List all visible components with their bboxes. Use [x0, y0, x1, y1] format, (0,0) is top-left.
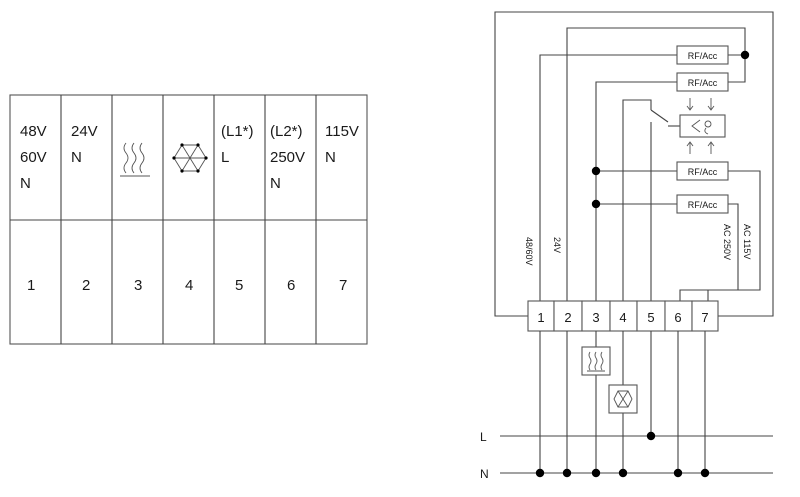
col2-line1: 24V — [71, 123, 98, 140]
table-number-3: 3 — [134, 277, 142, 294]
wire-terminal-1 — [539, 54, 677, 301]
temperature-sensor-icon — [679, 98, 726, 154]
rail-label-N: N — [480, 467, 489, 481]
outer-frame-wire — [494, 11, 774, 317]
junction-dot — [740, 50, 750, 60]
table-number-2: 2 — [82, 277, 90, 294]
col6-line3: N — [270, 175, 281, 192]
table-number-4: 4 — [185, 277, 193, 294]
terminal-number-3: 3 — [592, 310, 599, 325]
wire-terminal-2-top — [566, 27, 746, 301]
relay-box-1 — [676, 45, 729, 65]
rail-dot — [646, 431, 656, 441]
terminal-number-5: 5 — [647, 310, 654, 325]
terminal-number-6: 6 — [674, 310, 681, 325]
switch-contact — [650, 109, 669, 123]
col1-line2: 60V — [20, 149, 47, 166]
wiring-schematic: RF/Acc RF/Acc RF/Acc RF/Acc 48/60V 24V A… — [480, 11, 774, 481]
col5-line1: (L1*) — [221, 123, 254, 140]
relay-label-4: RF/Acc — [688, 200, 718, 210]
wire-terminal-4 — [622, 99, 652, 301]
voltage-label-t7: AC 115V — [742, 224, 752, 259]
col5-line2: L — [221, 149, 229, 166]
relay-box-4 — [676, 194, 729, 214]
wire-relay2-to-t3 — [595, 81, 677, 301]
heating-icon — [120, 142, 150, 177]
table-number-1: 1 — [27, 277, 35, 294]
table-number-5: 5 — [235, 277, 243, 294]
terminal-table: 48V 60V N 24V N (L1*) L (L2*) — [9, 94, 368, 345]
rail-dot — [673, 468, 683, 478]
relay-label-2: RF/Acc — [688, 78, 718, 88]
heating-icon — [581, 346, 611, 376]
rail-dot — [535, 468, 545, 478]
cooling-icon — [608, 384, 638, 414]
rail-label-L: L — [480, 430, 487, 444]
rail-dot — [618, 468, 628, 478]
cooling-icon — [172, 143, 208, 173]
voltage-label-t1: 48/60V — [524, 237, 534, 266]
junction-dot — [591, 199, 601, 209]
junction-dot — [591, 166, 601, 176]
wire-relay4-to-t6 — [679, 203, 739, 301]
relay-box-2 — [676, 72, 729, 92]
voltage-label-t6: AC 250V — [722, 224, 732, 260]
table-number-6: 6 — [287, 277, 295, 294]
terminal-number-1: 1 — [537, 310, 544, 325]
wire-relay3-to-t7 — [707, 170, 761, 301]
col2-line2: N — [71, 149, 82, 166]
terminal-number-4: 4 — [619, 310, 626, 325]
relay-box-3 — [676, 161, 729, 181]
col7-line2: N — [325, 149, 336, 166]
voltage-label-t2: 24V — [552, 237, 562, 253]
rail-dot — [591, 468, 601, 478]
rail-dot — [700, 468, 710, 478]
rail-dot — [562, 468, 572, 478]
col6-line2: 250V — [270, 149, 305, 166]
wire-dot-to-relay2 — [728, 55, 746, 83]
relay-label-1: RF/Acc — [688, 51, 718, 61]
col6-line1: (L2*) — [270, 123, 303, 140]
relay-label-3: RF/Acc — [688, 167, 718, 177]
col7-line1: 115V — [325, 123, 359, 140]
col1-line3: N — [20, 175, 31, 192]
terminal-strip: 1 2 3 4 5 6 7 — [527, 300, 719, 332]
col1-line1: 48V — [20, 123, 47, 140]
terminal-number-2: 2 — [564, 310, 571, 325]
terminal-number-7: 7 — [701, 310, 708, 325]
table-number-7: 7 — [339, 277, 347, 294]
